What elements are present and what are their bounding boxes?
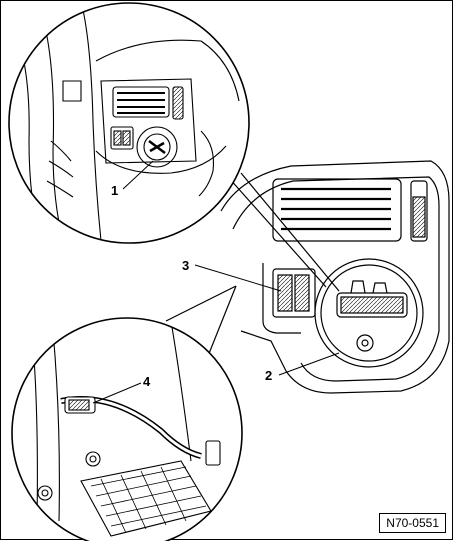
leader-3 bbox=[194, 264, 282, 292]
callout-1-label: 1 bbox=[111, 183, 119, 198]
bottom-inset-detail bbox=[11, 317, 243, 541]
callout-3-label: 3 bbox=[182, 258, 190, 273]
leader-2 bbox=[278, 352, 340, 376]
callout-4-label: 4 bbox=[143, 374, 151, 389]
callout-2-label: 2 bbox=[265, 368, 273, 383]
top-inset-detail bbox=[8, 2, 250, 244]
figure-reference-label: N70-0551 bbox=[379, 513, 446, 533]
leader-4 bbox=[92, 382, 142, 404]
leader-1 bbox=[122, 160, 154, 190]
dashboard-main-view bbox=[165, 140, 450, 394]
callout-leaders bbox=[92, 160, 340, 404]
